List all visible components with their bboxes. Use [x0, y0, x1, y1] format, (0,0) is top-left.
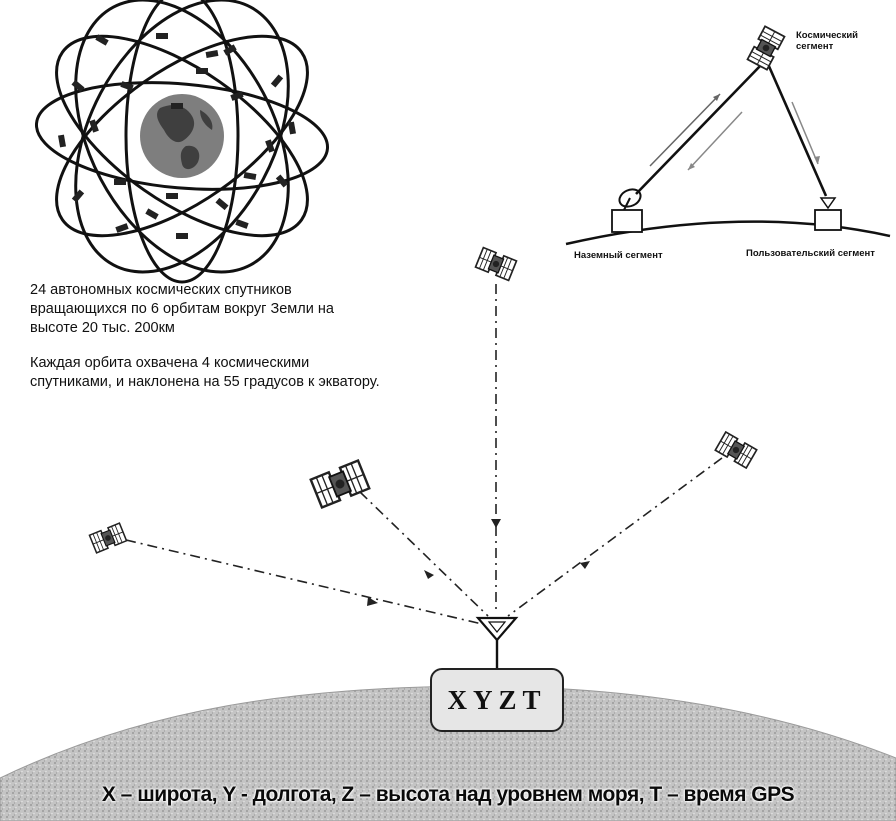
- description-paragraph-2: Каждая орбита охвачена 4 космическими сп…: [30, 355, 380, 390]
- ground-segment-label: Наземный сегмент: [574, 250, 663, 261]
- space-segment-label: Космический сегмент: [796, 30, 859, 52]
- description-paragraph-1: 24 автономных космических спутников вращ…: [30, 282, 334, 336]
- receiver-label: XYZT: [447, 684, 547, 715]
- coordinates-caption: X – широта, Y - долгота, Z – высота над …: [101, 783, 795, 806]
- receiver-box: XYZT: [430, 668, 564, 732]
- orbit-globe: [34, 0, 330, 284]
- user-segment-label: Пользовательский сегмент: [746, 248, 875, 259]
- segment-diagram: [565, 25, 891, 246]
